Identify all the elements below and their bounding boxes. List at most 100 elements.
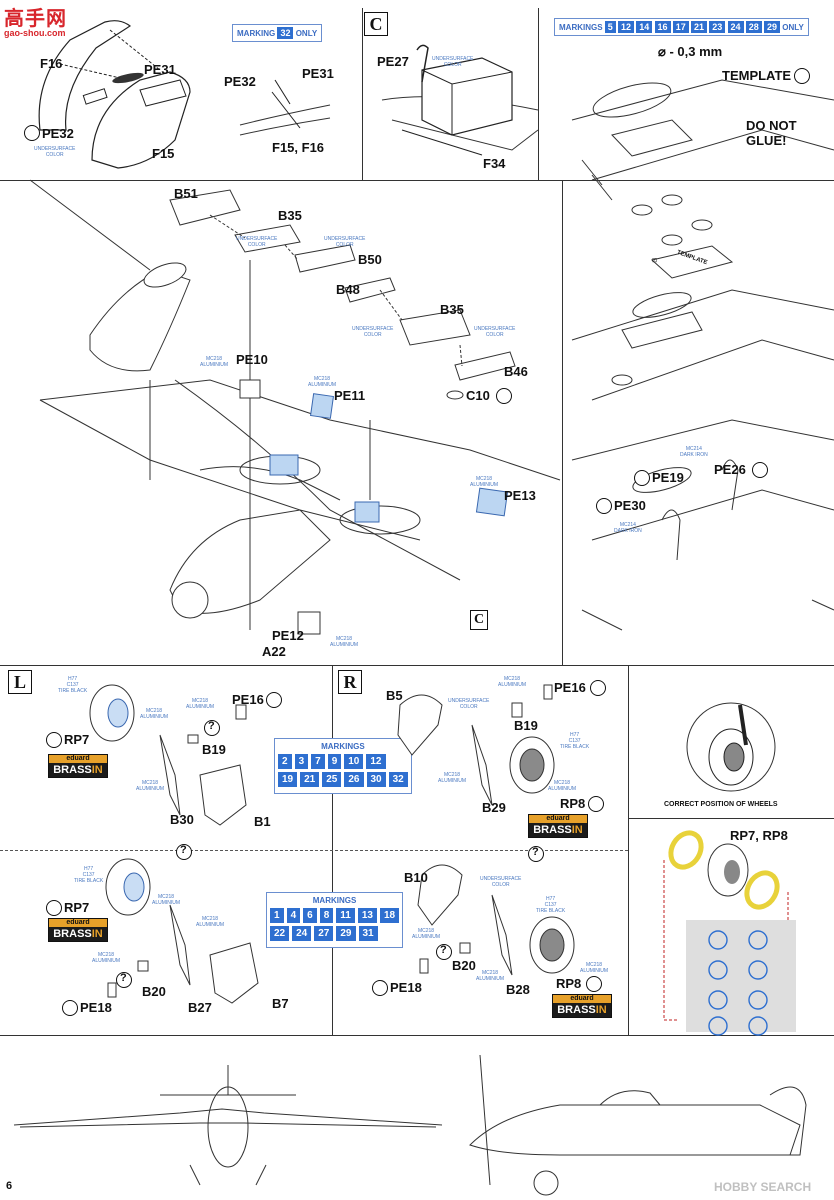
- note-undersurface-r1: UNDERSURFACE COLOR: [448, 698, 490, 710]
- label-do-not: DO NOT: [746, 118, 797, 133]
- marking-note-prefix-r: MARKINGS: [559, 23, 603, 32]
- marking-chip: 8: [319, 908, 334, 923]
- note-aluminium-r2: MC218 ALUMINIUM: [438, 772, 467, 784]
- question-icon: [116, 972, 132, 988]
- star-icon: [588, 796, 604, 812]
- note-aluminium-r3: MC218 ALUMINIUM: [548, 780, 577, 792]
- marking-chip: 6: [303, 908, 317, 923]
- watermark-hobby-search: HOBBY SEARCH: [714, 1180, 812, 1194]
- star-icon: [752, 462, 768, 478]
- label-b28: B28: [506, 982, 530, 997]
- note-aluminium-r5: MC218 ALUMINIUM: [476, 970, 505, 982]
- brassin-in: IN: [571, 824, 583, 836]
- question-icon: [528, 846, 544, 862]
- label-pe31: PE31: [144, 62, 176, 77]
- label-rp7: RP7: [64, 732, 90, 747]
- label-b19-r: B19: [514, 718, 538, 733]
- marking-chip: 2: [278, 754, 292, 769]
- marking-note-suffix: ONLY: [295, 29, 318, 38]
- label-rp7-b: RP7: [64, 900, 90, 915]
- brassin-brass: BRASS: [53, 764, 92, 776]
- mask-sheet-drawing: [663, 830, 796, 1036]
- page-number: 6: [6, 1180, 13, 1192]
- brassin-bottom: BRASSIN: [49, 927, 107, 941]
- note-aluminium-l2: MC218 ALUMINIUM: [186, 698, 215, 710]
- markings-row: 2 3 7 9 10 12: [278, 754, 408, 769]
- logo-main: 高手网: [4, 6, 67, 30]
- question-mark: ?: [440, 944, 447, 956]
- brassin-bottom: BRASSIN: [553, 1003, 611, 1017]
- exhaust-panel-drawing: [38, 20, 331, 169]
- star-icon: [586, 976, 602, 992]
- label-b27: B27: [188, 1000, 212, 1015]
- star-icon: [496, 388, 512, 404]
- divider-wheel: [628, 818, 834, 819]
- note-aluminium-3: MC218 ALUMINIUM: [470, 476, 499, 488]
- note-dark-iron-2: MC214 DARK IRON: [614, 522, 642, 534]
- marking-chip: 10: [344, 754, 364, 769]
- flip-icon: [372, 980, 388, 996]
- label-template: TEMPLATE: [722, 68, 792, 83]
- star-icon: [46, 732, 62, 748]
- label-pe16: PE16: [232, 692, 264, 707]
- wing-template-drawing: ⊡: [571, 79, 834, 631]
- markings-table-b: MARKINGS 1 4 6 8 11 13 18 22 24 27 29 31: [266, 892, 404, 948]
- label-pe27: PE27: [377, 54, 409, 69]
- label-b7: B7: [272, 996, 289, 1011]
- flip-icon: [62, 1000, 78, 1016]
- label-b29: B29: [482, 800, 506, 815]
- marking-chip: 14: [636, 21, 653, 33]
- brassin-top: eduard: [529, 815, 587, 823]
- label-glue: GLUE!: [746, 133, 787, 148]
- flip-icon: [266, 692, 282, 708]
- brassin-bottom: BRASSIN: [529, 823, 587, 837]
- marking-chip: 32: [277, 27, 294, 39]
- note-undersurface-r2: UNDERSURFACE COLOR: [480, 876, 522, 888]
- aircraft-front-view: [13, 1054, 807, 1196]
- label-b46: B46: [504, 364, 528, 379]
- question-icon: [204, 720, 220, 736]
- brassin-logo: eduard BRASSIN: [48, 918, 108, 942]
- brassin-in: IN: [91, 928, 103, 940]
- marking-chip: 16: [654, 21, 671, 33]
- brassin-brass: BRASS: [533, 824, 572, 836]
- question-mark: ?: [208, 720, 215, 732]
- divider-top: [0, 180, 834, 181]
- markings-title: MARKINGS: [312, 896, 357, 905]
- logo-url: gao-shou.com: [4, 28, 66, 38]
- brassin-brass: BRASS: [53, 928, 92, 940]
- label-pe26: PE26: [714, 462, 746, 477]
- left-gear-drawing: [89, 684, 259, 1004]
- label-b51: B51: [174, 186, 198, 201]
- label-pe16-r: PE16: [554, 680, 586, 695]
- note-tire-black-l2: H77 C137 TIRE BLACK: [74, 866, 104, 884]
- brassin-in: IN: [91, 764, 103, 776]
- marking-chip: 17: [672, 21, 689, 33]
- note-aluminium-l1: MC218 ALUMINIUM: [140, 708, 169, 720]
- label-c10: C10: [466, 388, 490, 403]
- section-l-letter: L: [8, 670, 32, 694]
- label-pe31-detail: PE31: [302, 66, 334, 81]
- marking-chip: 22: [270, 926, 290, 941]
- divider-lower: [0, 665, 834, 666]
- note-undersurface-1: UNDERSURFACE COLOR: [236, 236, 278, 248]
- marking-chip: 3: [294, 754, 309, 769]
- note-aluminium-r1: MC218 ALUMINIUM: [498, 676, 527, 688]
- label-b35: B35: [278, 208, 302, 223]
- marking-chip: 27: [314, 926, 334, 941]
- note-aluminium-1: MC218 ALUMINIUM: [200, 356, 229, 368]
- note-undersurface-4: UNDERSURFACE COLOR: [474, 326, 516, 338]
- label-pe18: PE18: [80, 1000, 112, 1015]
- note-aluminium-l5: MC218 ALUMINIUM: [196, 916, 225, 928]
- divider-top-1: [362, 8, 363, 180]
- question-mark: ?: [532, 846, 539, 858]
- marking-chip: 32: [388, 772, 408, 787]
- label-b20-r: B20: [452, 958, 476, 973]
- note-undersurface-3: UNDERSURFACE COLOR: [352, 326, 394, 338]
- label-pe10: PE10: [236, 352, 268, 367]
- note-tire-black-l1: H77 C137 TIRE BLACK: [58, 676, 88, 694]
- note-undersurface-c: UNDERSURFACE COLOR: [432, 56, 474, 68]
- brassin-top: eduard: [553, 995, 611, 1003]
- marking-chip: 30: [366, 772, 386, 787]
- label-b10: B10: [404, 870, 428, 885]
